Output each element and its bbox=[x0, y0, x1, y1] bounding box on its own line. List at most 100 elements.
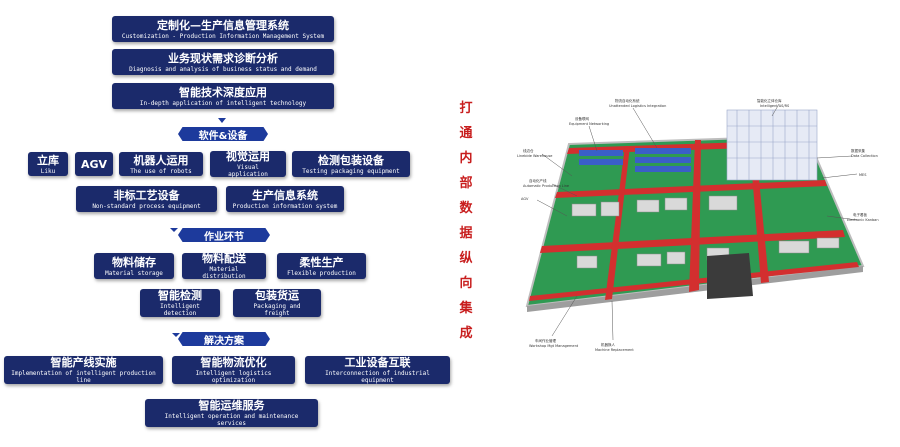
title-char: 集 bbox=[459, 301, 473, 316]
box-title: 工业设备互联 bbox=[344, 356, 411, 369]
box-subtitle: Flexible production bbox=[287, 269, 356, 277]
title-char: 数 bbox=[459, 201, 473, 216]
box-title: 智能技术深度应用 bbox=[179, 85, 267, 99]
box-subtitle: Interconnection of industrial equipment bbox=[325, 370, 430, 384]
label-machine-replace: 机器换人 bbox=[601, 342, 615, 347]
box-title: 定制化—生产信息管理系统 bbox=[157, 18, 289, 32]
title-char: 部 bbox=[459, 176, 473, 191]
factory-illustration: 设备联网 Equipment Networking 物流自动化系统 Unatte… bbox=[517, 98, 879, 352]
section-banner-operation: 作业环节 bbox=[178, 228, 270, 243]
box-subtitle: Non-standard process equipment bbox=[92, 202, 201, 210]
item-material-distribution: 物料配送 Material distribution bbox=[182, 252, 266, 280]
box-title: 柔性生产 bbox=[299, 255, 344, 269]
item-flexible-production: 柔性生产 Flexible production bbox=[277, 253, 366, 279]
box-subtitle: Production information system bbox=[232, 202, 338, 210]
item-operation-maintenance: 智能运维服务 Intelligent operation and mainten… bbox=[145, 399, 318, 427]
box-subtitle: Visual application bbox=[228, 164, 268, 178]
box-title: 包装货运 bbox=[255, 289, 299, 302]
box-title: 物料储存 bbox=[112, 255, 156, 269]
item-material-storage: 物料储存 Material storage bbox=[94, 253, 174, 279]
title-char: 通 bbox=[459, 126, 473, 141]
section-banner-solution: 解决方案 bbox=[178, 332, 270, 347]
box-title: 视觉运用 bbox=[226, 150, 270, 163]
label-machine-replace-en: Machine Replacement bbox=[595, 348, 634, 352]
item-intelligent-line: 智能产线实施 Implementation of intelligent pro… bbox=[4, 356, 163, 384]
label-auto-line: 自动化产线 bbox=[529, 178, 547, 183]
section-title: 软件&设备 bbox=[198, 130, 248, 142]
title-char: 据 bbox=[459, 226, 473, 241]
title-char: 纵 bbox=[459, 251, 473, 266]
box-subtitle: Intelligent logistics optimization bbox=[195, 370, 272, 384]
box-title: 智能物流优化 bbox=[200, 356, 267, 369]
arrow-down-icon bbox=[170, 228, 178, 232]
box-title: 智能产线实施 bbox=[50, 356, 117, 369]
section-banner-software: 软件&设备 bbox=[178, 127, 268, 142]
label-e-kanban-en: Electronic Kanban bbox=[847, 218, 879, 222]
label-equipment-networking-en: Equipment Networking bbox=[569, 122, 609, 126]
label-line-warehouse: 线边仓 bbox=[523, 148, 534, 153]
item-testing-packaging: 检测包装设备 Testing packaging equipment bbox=[292, 151, 410, 177]
smart-warehouse-tower bbox=[726, 109, 818, 181]
label-data-collection-en: Data Collection bbox=[851, 154, 878, 158]
item-packaging-freight: 包装货运 Packaging and freight bbox=[233, 289, 321, 317]
label-data-collection: 数据采集 bbox=[851, 148, 865, 153]
box-subtitle: Packaging and freight bbox=[253, 303, 301, 317]
label-equipment-networking: 设备联网 bbox=[575, 116, 589, 121]
label-workshop-mgmt-en: Workshop Mgt Management bbox=[529, 344, 579, 348]
label-logistics-en: Unattended Logistics Integration bbox=[609, 104, 666, 108]
label-auto-line-en: Automatic Production Line bbox=[523, 184, 569, 188]
label-smart-warehouse: 智能化立体仓库 bbox=[757, 98, 782, 103]
section-title: 作业环节 bbox=[204, 231, 244, 243]
box-subtitle: Diagnosis and analysis of business statu… bbox=[129, 65, 317, 73]
item-production-info: 生产信息系统 Production information system bbox=[226, 186, 344, 212]
box-subtitle: In-depth application of intelligent tech… bbox=[139, 99, 307, 107]
box-title: 智能检测 bbox=[158, 289, 202, 302]
item-agv: AGV bbox=[75, 152, 113, 176]
title-char: 打 bbox=[459, 101, 473, 116]
item-equipment-interconnection: 工业设备互联 Interconnection of industrial equ… bbox=[305, 356, 450, 384]
item-logistics-optimization: 智能物流优化 Intelligent logistics optimizatio… bbox=[172, 356, 295, 384]
box-title: 生产信息系统 bbox=[252, 188, 318, 202]
storage-racks bbox=[579, 148, 691, 172]
box-subtitle: Material storage bbox=[105, 269, 163, 277]
box-subtitle: Customization - Production Information M… bbox=[121, 32, 325, 40]
dark-enclosure bbox=[707, 253, 753, 299]
box-title: 立库 bbox=[37, 153, 59, 167]
label-smart-warehouse-en: Intelligent AS/RS bbox=[760, 104, 790, 108]
item-robots: 机器人运用 The use of robots bbox=[119, 152, 203, 176]
title-char: 向 bbox=[459, 276, 473, 291]
top-box-diagnosis: 业务现状需求诊断分析 Diagnosis and analysis of bus… bbox=[112, 49, 334, 75]
label-e-kanban: 电子看板 bbox=[853, 212, 867, 217]
box-title: 物料配送 bbox=[202, 252, 246, 265]
leader-lines bbox=[536, 103, 858, 341]
item-visual: 视觉运用 Visual application bbox=[210, 150, 286, 178]
box-title: 智能运维服务 bbox=[198, 399, 265, 412]
box-title: 业务现状需求诊断分析 bbox=[168, 51, 278, 65]
box-subtitle: Testing packaging equipment bbox=[302, 167, 400, 175]
box-subtitle: Intelligent operation and maintenance se… bbox=[164, 413, 299, 427]
box-title: 检测包装设备 bbox=[318, 153, 384, 167]
label-agv: AGV bbox=[521, 197, 529, 201]
title-char: 成 bbox=[459, 326, 473, 341]
vertical-title: 打 通 内 部 数 据 纵 向 集 成 bbox=[457, 96, 475, 346]
box-subtitle: Implementation of intelligent production… bbox=[11, 370, 156, 384]
top-box-intelligent-tech: 智能技术深度应用 In-depth application of intelli… bbox=[112, 83, 334, 109]
box-title: 机器人运用 bbox=[133, 153, 189, 167]
box-title: AGV bbox=[80, 157, 108, 171]
title-char: 内 bbox=[459, 151, 473, 166]
box-subtitle: Liku bbox=[40, 167, 56, 175]
label-logistics: 物流自动化系统 bbox=[615, 98, 640, 103]
label-line-warehouse-en: Linebide Warehouse bbox=[517, 154, 552, 158]
item-liku: 立库 Liku bbox=[28, 152, 68, 176]
arrow-down-icon bbox=[172, 333, 180, 337]
label-mes: MES bbox=[859, 173, 867, 177]
item-intelligent-detection: 智能检测 Intelligent detection bbox=[140, 289, 220, 317]
box-subtitle: Material distribution bbox=[202, 266, 246, 280]
label-workshop-mgmt: 车间作业管理 bbox=[535, 338, 556, 343]
box-subtitle: Intelligent detection bbox=[160, 303, 200, 317]
item-non-standard: 非标工艺设备 Non-standard process equipment bbox=[76, 186, 217, 212]
section-title: 解决方案 bbox=[204, 335, 244, 347]
box-subtitle: The use of robots bbox=[130, 167, 192, 175]
box-title: 非标工艺设备 bbox=[113, 188, 180, 202]
arrow-down-icon bbox=[218, 118, 226, 123]
